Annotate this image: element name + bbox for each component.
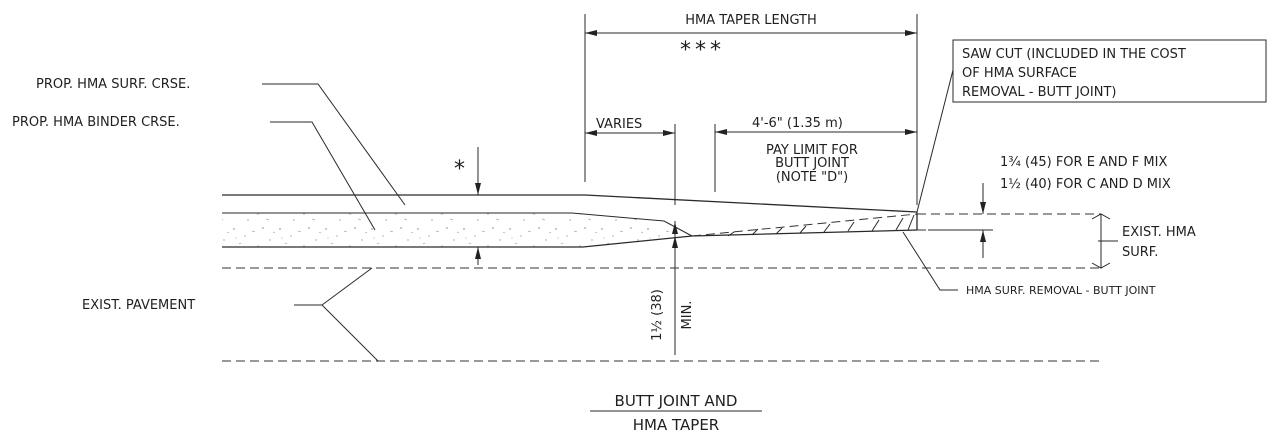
binder-bottom-line [222,229,918,248]
varies-label: VARIES [596,117,642,132]
saw-cut-line-1: SAW CUT (INCLUDED IN THE COST [962,47,1186,62]
prop-binder-leader: PROP. HMA BINDER CRSE. [12,115,376,231]
pay-limit-line-3: (NOTE "D") [776,170,848,185]
surface-course-top-line [222,194,918,213]
mix-ef-label: 1¾ (45) FOR E AND F MIX [1000,155,1167,170]
taper-length-dimension: HMA TAPER LENGTH *** [584,13,918,205]
title-line-1: BUTT JOINT AND [615,392,738,410]
varies-dimension: VARIES [585,117,676,205]
pavement-layers [222,194,1101,362]
pay-limit-line-1: PAY LIMIT FOR [766,143,858,158]
surf-removal-leader: HMA SURF. REMOVAL - BUTT JOINT [902,231,1156,297]
min-thickness-dimension: 1½ (38) MIN. [650,221,695,355]
taper-length-label: HMA TAPER LENGTH [685,13,817,28]
saw-cut-callout: SAW CUT (INCLUDED IN THE COST OF HMA SUR… [916,39,1267,213]
surf-removal-label: HMA SURF. REMOVAL - BUTT JOINT [966,284,1156,297]
taper-note-symbol: *** [680,38,725,63]
min-label: MIN. [680,301,695,330]
diagram-title: BUTT JOINT AND HMA TAPER [590,392,762,434]
title-line-2: HMA TAPER [633,416,719,434]
surface-thickness-dimension: * [454,147,481,265]
binder-top-line [222,212,693,237]
exist-hma-line-1: EXIST. HMA [1122,225,1196,240]
thickness-symbol: * [454,157,465,182]
pay-limit-line-2: BUTT JOINT [775,156,849,171]
removal-hatch [727,214,915,237]
prop-surf-leader: PROP. HMA SURF. CRSE. [36,77,406,206]
binder-course-fill [222,213,692,247]
butt-length-dimension: 4'-6" (1.35 m) PAY LIMIT FOR BUTT JOINT … [714,116,917,192]
exist-pavement-leader: EXIST. PAVEMENT [82,267,379,362]
saw-cut-line-3: REMOVAL - BUTT JOINT) [962,85,1116,100]
butt-length-label: 4'-6" (1.35 m) [752,116,843,131]
saw-cut-line-2: OF HMA SURFACE [962,66,1077,81]
exist-hma-dimension: EXIST. HMA SURF. 1¾ (45) FOR E AND F MIX… [928,155,1196,269]
min-dim-label: 1½ (38) [650,289,665,341]
exist-hma-line-2: SURF. [1122,245,1158,260]
removal-boundary [691,213,918,237]
exist-pavement-label: EXIST. PAVEMENT [82,298,195,313]
prop-surf-label: PROP. HMA SURF. CRSE. [36,77,190,92]
mix-cd-label: 1½ (40) FOR C AND D MIX [1000,177,1171,192]
prop-binder-label: PROP. HMA BINDER CRSE. [12,115,180,130]
